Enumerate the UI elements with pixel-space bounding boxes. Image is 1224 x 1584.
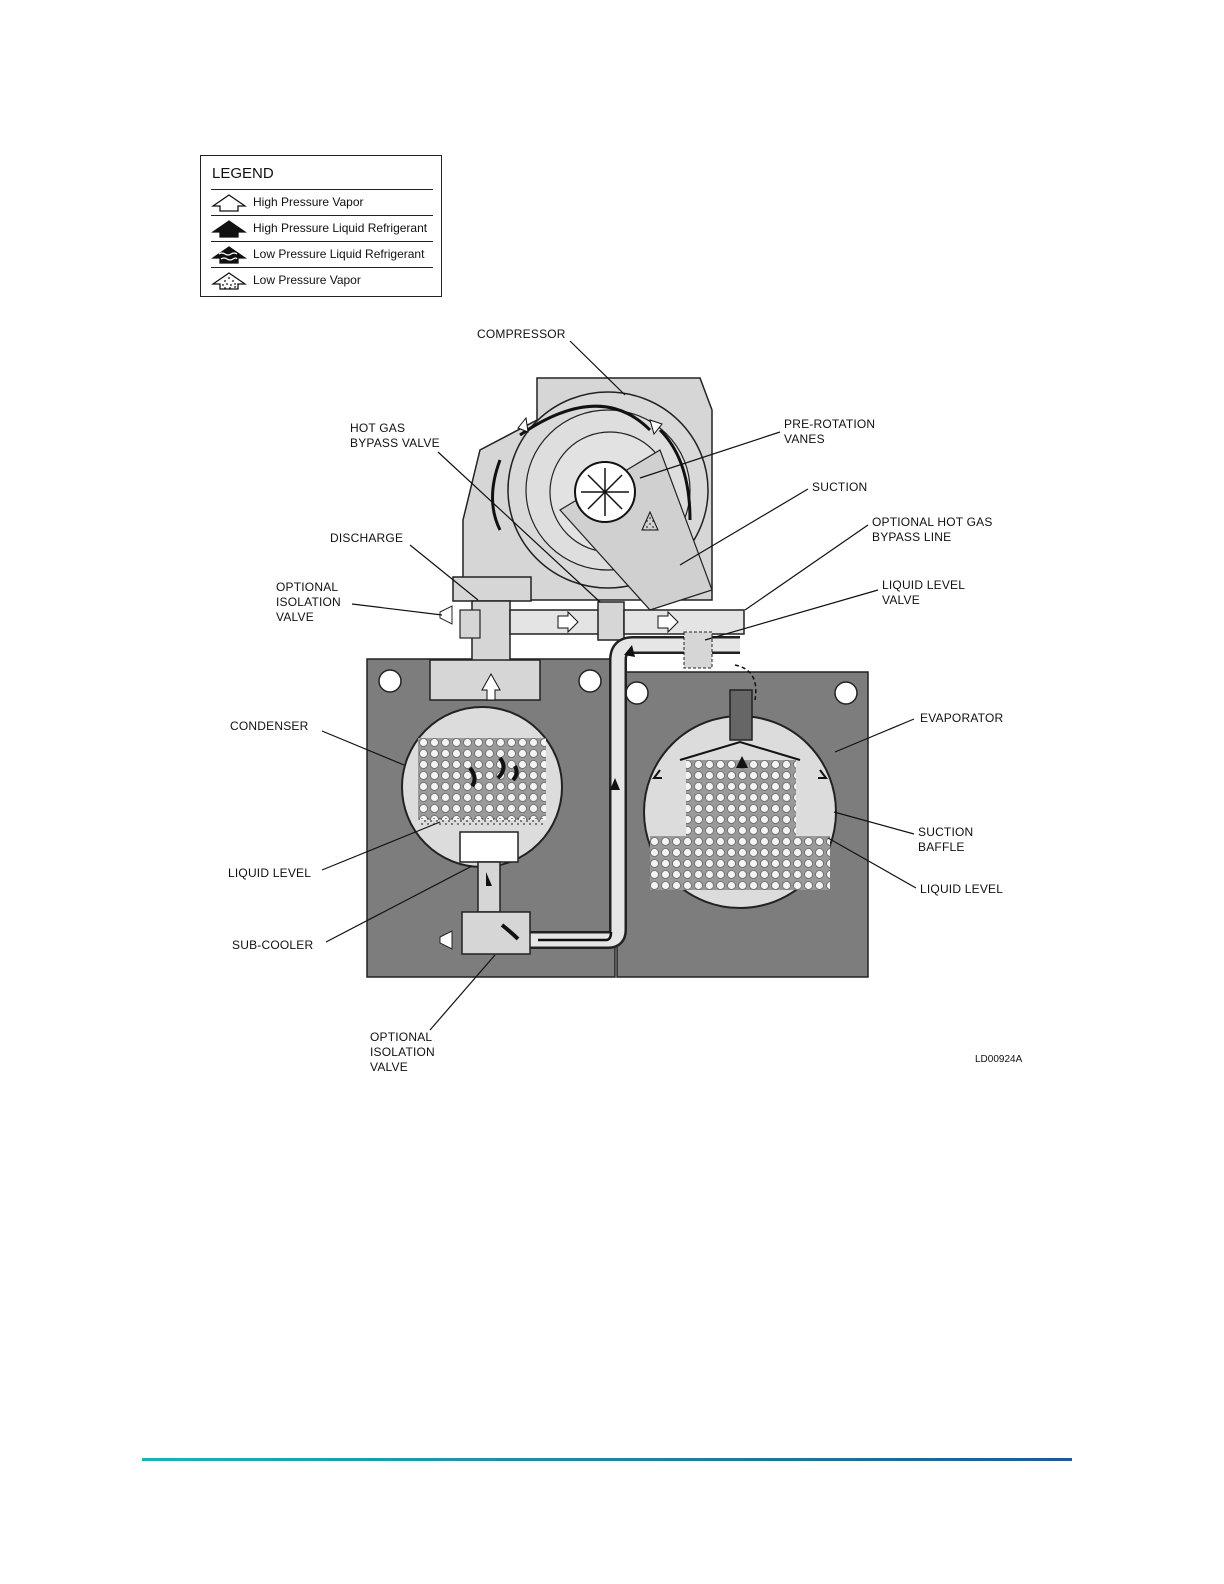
label-discharge: DISCHARGE bbox=[330, 531, 404, 545]
legend-title: LEGEND bbox=[212, 165, 274, 182]
label-suction-baffle: SUCTION BAFFLE bbox=[918, 825, 974, 854]
mounting-hole bbox=[834, 681, 858, 705]
wavy-arrow-icon bbox=[211, 246, 247, 264]
label-compressor: COMPRESSOR bbox=[477, 327, 566, 341]
figure-code: LD00924A bbox=[975, 1054, 1023, 1065]
compressor bbox=[462, 377, 713, 611]
label-optional-hot-gas-bypass-line: OPTIONAL HOT GAS BYPASS LINE bbox=[872, 515, 993, 544]
label-evaporator: EVAPORATOR bbox=[920, 711, 1004, 725]
mounting-hole bbox=[625, 681, 649, 705]
label-pre-rotation-vanes: PRE-ROTATION VANES bbox=[784, 417, 876, 446]
hollow-arrow-icon bbox=[211, 194, 247, 212]
legend-item-high-pressure-liquid: High Pressure Liquid Refrigerant bbox=[211, 215, 433, 242]
label-hot-gas-bypass-valve: HOT GAS BYPASS VALVE bbox=[350, 421, 440, 450]
mounting-hole bbox=[378, 669, 402, 693]
legend-item-low-pressure-vapor: Low Pressure Vapor bbox=[211, 267, 433, 294]
label-suction: SUCTION bbox=[812, 480, 868, 494]
legend-item-low-pressure-liquid: Low Pressure Liquid Refrigerant bbox=[211, 241, 433, 268]
legend-label: High Pressure Vapor bbox=[253, 195, 364, 209]
condenser bbox=[401, 706, 563, 868]
mounting-hole bbox=[578, 669, 602, 693]
label-optional-isolation-valve-top: OPTIONAL ISOLATION VALVE bbox=[276, 580, 341, 624]
label-optional-isolation-valve-bottom: OPTIONAL ISOLATION VALVE bbox=[370, 1030, 435, 1074]
footer-rule bbox=[142, 1458, 1072, 1461]
solid-arrow-icon bbox=[211, 220, 247, 238]
legend-box: LEGEND High Pressure Vapor High Pressure… bbox=[200, 155, 442, 297]
dotted-arrow-icon bbox=[211, 272, 247, 290]
label-condenser: CONDENSER bbox=[230, 719, 309, 733]
legend-label: High Pressure Liquid Refrigerant bbox=[253, 221, 428, 235]
legend-label: Low Pressure Liquid Refrigerant bbox=[253, 247, 425, 261]
label-sub-cooler: SUB-COOLER bbox=[232, 938, 314, 952]
label-liquid-level-condenser: LIQUID LEVEL bbox=[228, 866, 312, 880]
evaporator bbox=[643, 631, 837, 909]
legend-item-high-pressure-vapor: High Pressure Vapor bbox=[211, 189, 433, 216]
label-liquid-level-valve: LIQUID LEVEL VALVE bbox=[882, 578, 966, 607]
pre-rotation-vanes-icon bbox=[574, 461, 636, 523]
legend-label: Low Pressure Vapor bbox=[253, 273, 361, 287]
label-liquid-level-evaporator: LIQUID LEVEL bbox=[920, 882, 1004, 896]
